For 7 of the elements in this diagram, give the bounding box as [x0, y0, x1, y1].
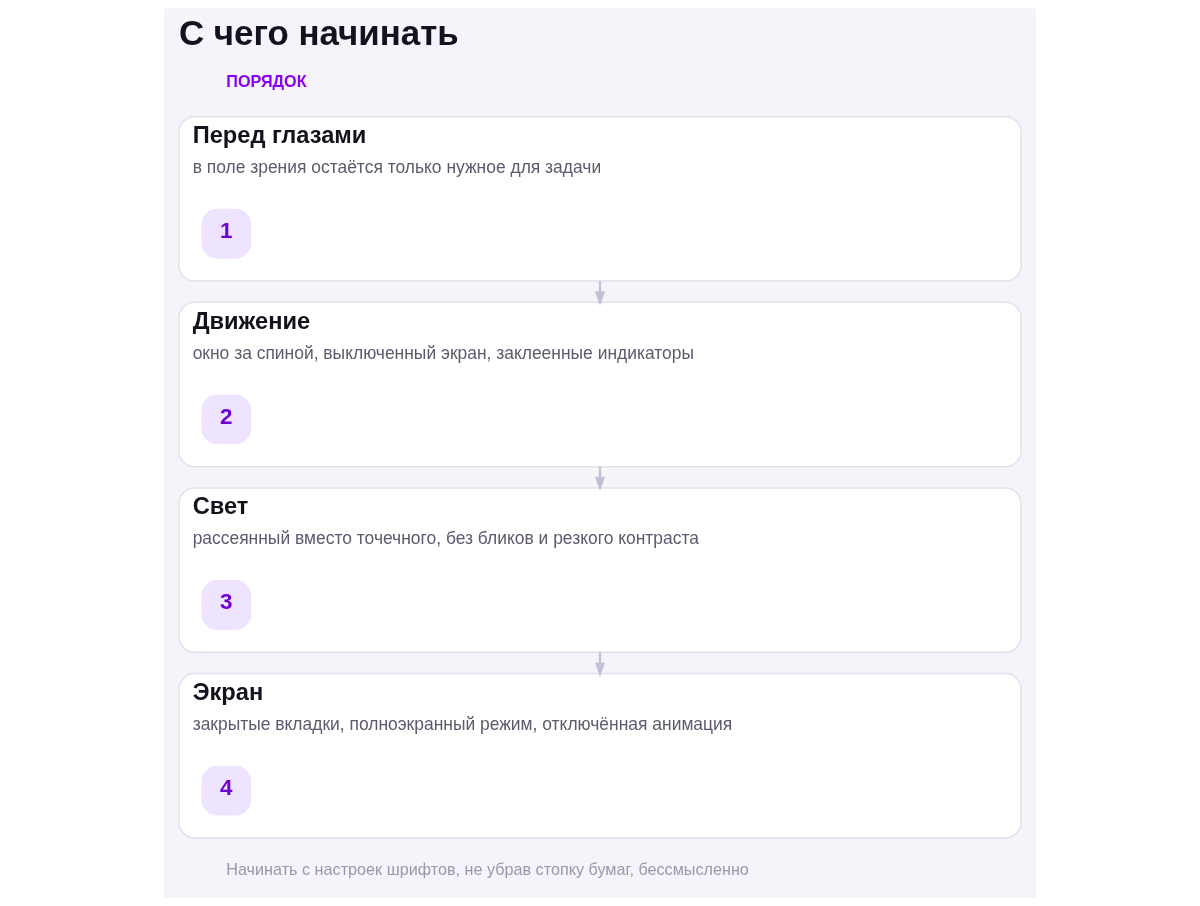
label: ПОРЯДОК	[226, 72, 307, 91]
node-box: 4	[201, 765, 252, 816]
node-box: 1	[201, 208, 252, 259]
node-box: 2	[201, 394, 252, 445]
node-box: 3	[201, 580, 252, 630]
diagram-title: С чего начинать	[178, 12, 459, 52]
label: Начинать с настроек шрифтов, не убрав стопку бумаг, бессмысленно	[226, 859, 749, 878]
